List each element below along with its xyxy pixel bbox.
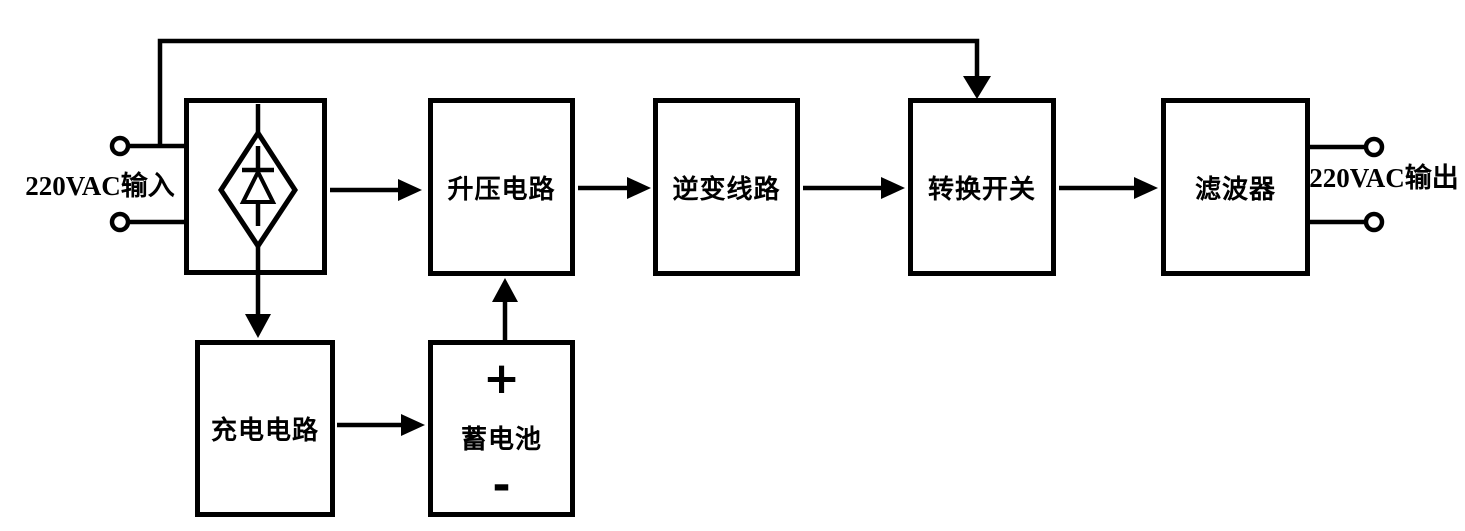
input-voltage-label: 220VAC输入: [25, 171, 175, 201]
arrowhead-boost-to-inverter-icon: [627, 177, 651, 199]
charging-circuit-label: 充电电路: [210, 416, 319, 445]
battery-minus-sign: -: [492, 459, 511, 511]
rectifier-diode-icon: [218, 104, 298, 251]
input-terminal-top-icon: [109, 135, 131, 157]
charging-circuit-block: 充电电路: [195, 340, 335, 517]
arrowhead-battery-to-boost-icon: [492, 278, 518, 302]
battery-label: 蓄电池: [460, 424, 542, 454]
bypass-wire: [157, 38, 980, 146]
arrowhead-charger-to-battery-icon: [401, 414, 425, 436]
output-terminal-top-icon: [1363, 136, 1385, 158]
inverter-circuit-block: 逆变线路: [653, 98, 800, 276]
output-terminal-bottom-icon: [1363, 211, 1385, 233]
bypass-arrowhead-icon: [963, 76, 991, 99]
input-terminal-bottom-icon: [109, 211, 131, 233]
battery-content: + 蓄电池 -: [433, 345, 570, 512]
battery-plus-sign: +: [483, 353, 520, 404]
arrowhead-transfer-to-filter-icon: [1134, 177, 1158, 199]
filter-label: 滤波器: [1194, 174, 1276, 204]
filter-block: 滤波器: [1161, 98, 1310, 276]
transfer-switch-label: 转换开关: [927, 174, 1036, 204]
transfer-switch-block: 转换开关: [908, 98, 1056, 276]
inverter-circuit-label: 逆变线路: [672, 174, 781, 204]
output-voltage-label: 220VAC输出: [1309, 163, 1459, 193]
arrowhead-rectifier-to-charger-icon: [245, 314, 271, 338]
battery-block: + 蓄电池 -: [428, 340, 575, 517]
boost-circuit-label: 升压电路: [447, 174, 556, 204]
arrowhead-rectifier-to-boost-icon: [398, 179, 422, 201]
arrowhead-inverter-to-transfer-icon: [881, 177, 905, 199]
boost-circuit-block: 升压电路: [428, 98, 575, 276]
